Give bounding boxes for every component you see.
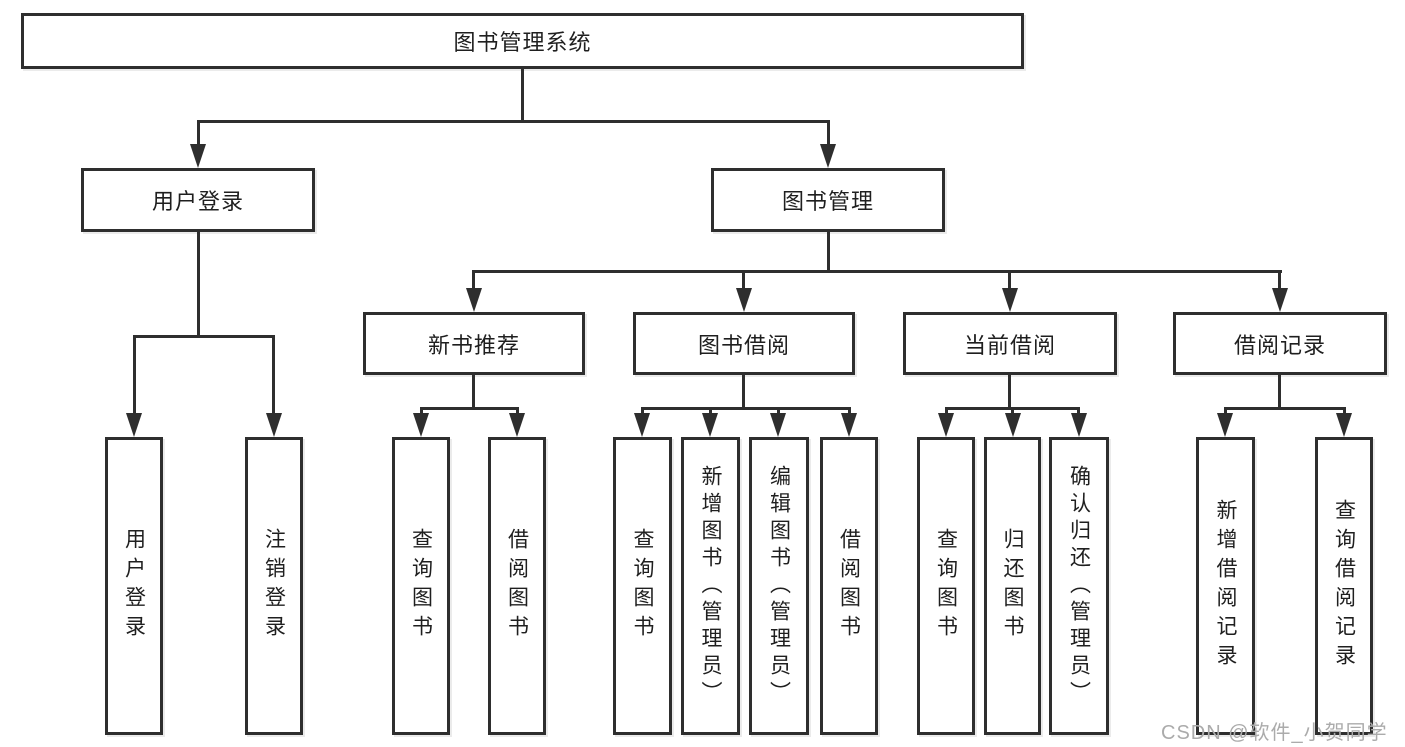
- edge-stub: [641, 407, 644, 417]
- arrowhead-leaf: [634, 413, 650, 437]
- leaf-label: 查询图书: [631, 528, 654, 644]
- leaf-label: 查询图书: [409, 528, 433, 644]
- edge-stub: [777, 407, 780, 417]
- edge-to-user-login: [197, 120, 200, 148]
- edge-stub: [848, 407, 851, 417]
- arrowhead-book-borrowing: [736, 288, 752, 312]
- leaf-label: 归还图书: [1001, 528, 1024, 644]
- edge-user-login-stem: [197, 232, 200, 337]
- edge-new-book-stem: [472, 375, 475, 409]
- arrowhead-new-book: [466, 288, 482, 312]
- arrowhead-book-management: [820, 144, 836, 168]
- node-borrowing-records: 借阅记录: [1173, 312, 1387, 375]
- node-book-management: 图书管理: [711, 168, 945, 232]
- leaf-edit-books-admin: 编辑图书（管理员）: [749, 437, 809, 735]
- node-label: 图书借阅: [697, 332, 790, 358]
- edge-to-borrowing-records: [1278, 270, 1281, 292]
- edge-book-borrowing-branch: [641, 407, 851, 410]
- edge-stub: [709, 407, 712, 417]
- arrowhead-leaf: [938, 413, 954, 437]
- leaf-add-borrow-record: 新增借阅记录: [1196, 437, 1255, 735]
- node-label: 当前借阅: [963, 332, 1056, 358]
- leaf-label: 注销登录: [262, 528, 286, 644]
- leaf-query-books-borrowing: 查询图书: [613, 437, 672, 735]
- node-label: 借阅记录: [1233, 332, 1326, 358]
- leaf-query-books-recommend: 查询图书: [392, 437, 450, 735]
- leaf-user-login: 用户登录: [105, 437, 163, 735]
- arrowhead-borrowing-records: [1272, 288, 1288, 312]
- leaf-borrow-books-recommend: 借阅图书: [488, 437, 546, 735]
- edge-stub: [1343, 407, 1346, 417]
- edge-stub: [1011, 407, 1014, 417]
- node-current-borrowing: 当前借阅: [903, 312, 1117, 375]
- leaf-label: 借阅图书: [837, 528, 861, 644]
- edge-root-stem: [521, 69, 524, 122]
- edge-to-current-borrowing: [1008, 270, 1011, 292]
- node-label: 图书管理系统: [453, 30, 592, 55]
- leaf-label: 新增借阅记录: [1214, 499, 1237, 673]
- edge-to-book-management: [827, 120, 830, 148]
- edge-new-book-branch: [420, 407, 519, 410]
- leaf-return-books: 归还图书: [984, 437, 1041, 735]
- leaf-label: 确认归还（管理员）: [1067, 464, 1091, 708]
- leaf-label: 借阅图书: [505, 528, 529, 644]
- edge-book-borrowing-stem: [742, 375, 745, 409]
- leaf-logout: 注销登录: [245, 437, 303, 735]
- leaf-label: 查询借阅记录: [1332, 499, 1356, 673]
- edge-to-new-book: [472, 270, 475, 292]
- leaf-add-books-admin: 新增图书（管理员）: [681, 437, 740, 735]
- edge-current-borrowing-stem: [1008, 375, 1011, 409]
- arrowhead-leaf-user-login: [126, 413, 142, 437]
- edge-to-leaf-logout: [272, 335, 275, 417]
- arrowhead-leaf: [509, 413, 525, 437]
- leaf-label: 新增图书（管理员）: [699, 464, 722, 708]
- leaf-label: 查询图书: [934, 528, 958, 644]
- arrowhead-leaf: [1217, 413, 1233, 437]
- arrowhead-current-borrowing: [1002, 288, 1018, 312]
- edge-borrowing-records-branch: [1224, 407, 1346, 410]
- arrowhead-leaf: [702, 413, 718, 437]
- node-label: 新书推荐: [427, 332, 520, 358]
- edge-stub: [516, 407, 519, 417]
- node-label: 图书管理: [781, 189, 874, 214]
- arrowhead-leaf: [1336, 413, 1352, 437]
- arrowhead-leaf: [1071, 413, 1087, 437]
- leaf-borrow-books-borrowing: 借阅图书: [820, 437, 878, 735]
- leaf-query-books-current: 查询图书: [917, 437, 975, 735]
- edge-root-branch: [197, 120, 830, 123]
- leaf-label: 用户登录: [122, 528, 146, 644]
- node-user-login: 用户登录: [81, 168, 315, 232]
- edge-to-leaf-user-login: [133, 335, 136, 417]
- edge-stub: [945, 407, 948, 417]
- edge-book-management-branch: [472, 270, 1282, 273]
- arrowhead-leaf: [770, 413, 786, 437]
- leaf-confirm-return-admin: 确认归还（管理员）: [1049, 437, 1109, 735]
- arrowhead-leaf-logout: [266, 413, 282, 437]
- node-label: 用户登录: [151, 189, 244, 214]
- csdn-watermark: CSDN @软件_小贺同学: [1161, 722, 1388, 744]
- edge-stub: [1077, 407, 1080, 417]
- edge-user-login-branch: [133, 335, 275, 338]
- arrowhead-leaf: [413, 413, 429, 437]
- edge-borrowing-records-stem: [1278, 375, 1281, 409]
- node-book-borrowing: 图书借阅: [633, 312, 855, 375]
- edge-to-book-borrowing: [742, 270, 745, 292]
- edge-book-management-stem: [827, 232, 830, 272]
- node-root-library-management-system: 图书管理系统: [21, 13, 1024, 69]
- edge-stub: [420, 407, 423, 417]
- leaf-query-borrow-record: 查询借阅记录: [1315, 437, 1373, 735]
- edge-stub: [1224, 407, 1227, 417]
- leaf-label: 编辑图书（管理员）: [767, 464, 791, 708]
- node-new-book-recommendation: 新书推荐: [363, 312, 585, 375]
- arrowhead-leaf: [1005, 413, 1021, 437]
- arrowhead-user-login: [190, 144, 206, 168]
- arrowhead-leaf: [841, 413, 857, 437]
